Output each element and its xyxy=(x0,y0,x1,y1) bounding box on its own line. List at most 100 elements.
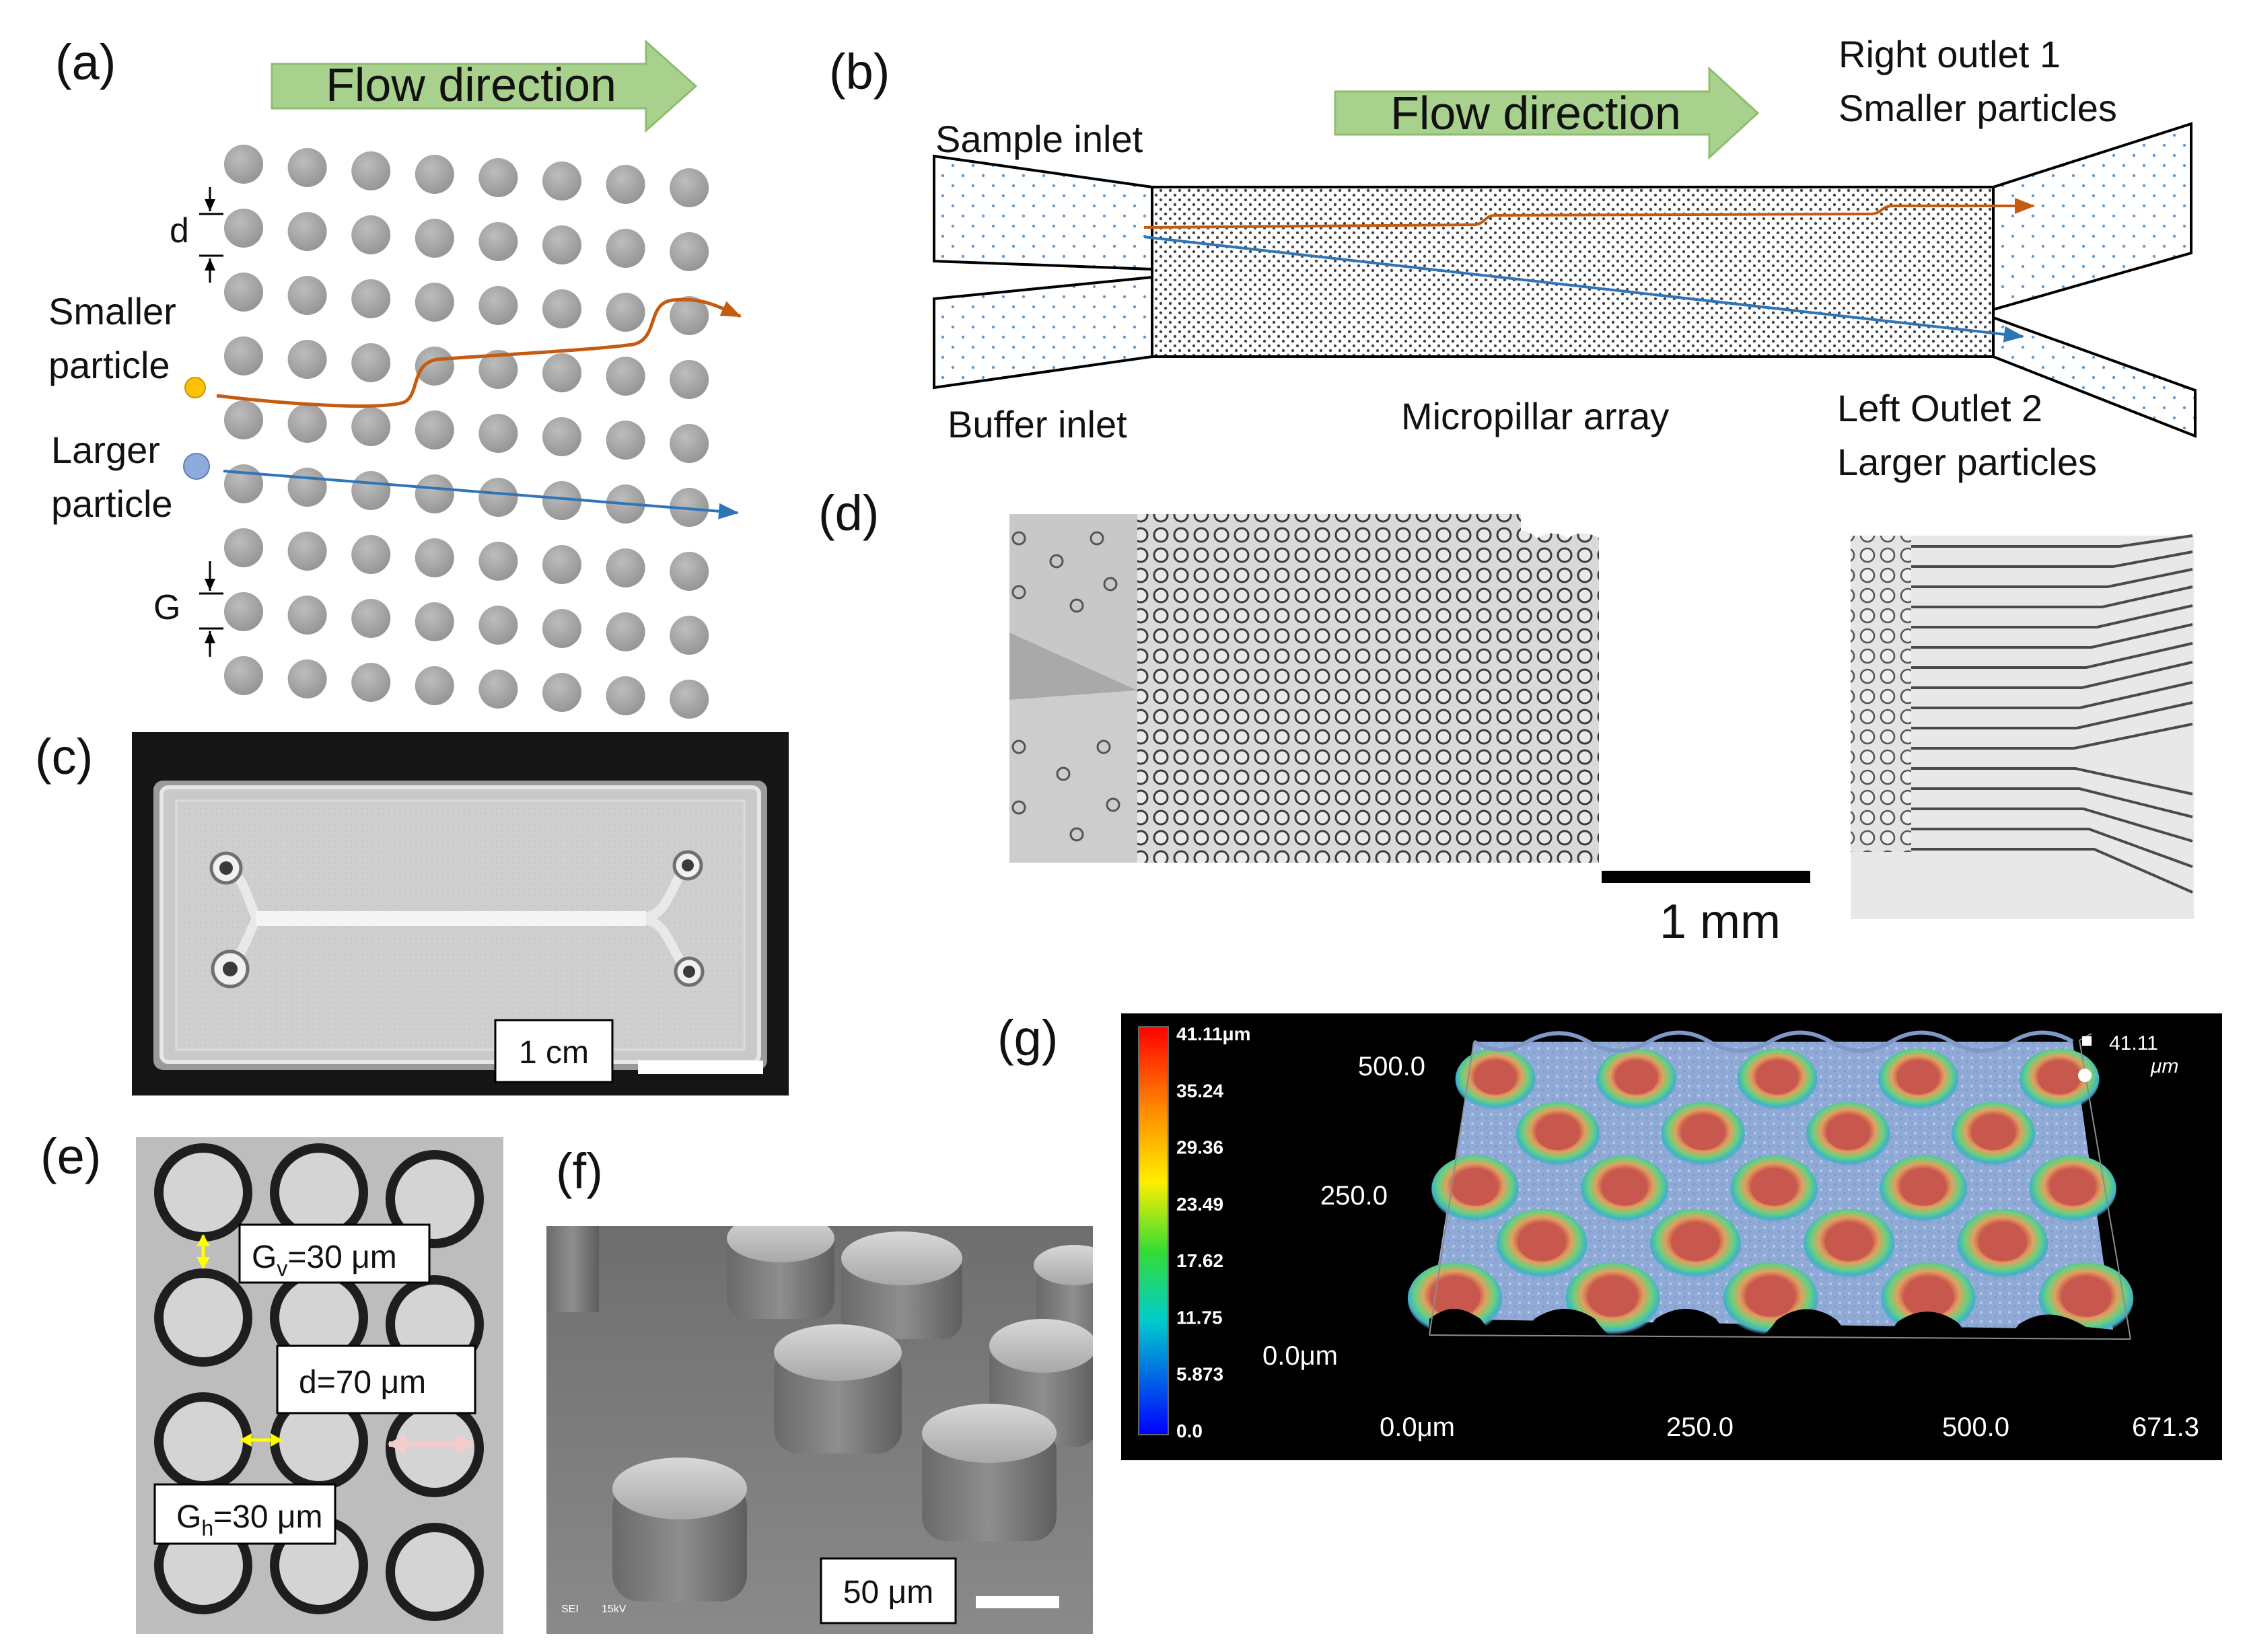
right-outlet-label-1: Right outlet 1 xyxy=(1839,33,2061,75)
colorbar-tick: 0.0 xyxy=(1176,1421,1203,1441)
y-tick: 0.0μm xyxy=(1262,1341,1338,1371)
x-tick: 0.0μm xyxy=(1380,1412,1455,1442)
pillar xyxy=(415,219,454,258)
panel-g-label: (g) xyxy=(997,1010,1058,1066)
pillar xyxy=(351,663,391,702)
pillar xyxy=(542,225,581,264)
pillar-ring xyxy=(154,1143,252,1242)
pillar xyxy=(542,353,581,392)
pillar xyxy=(224,336,263,375)
surface-bump-top xyxy=(1824,1223,1874,1262)
pillar xyxy=(606,676,645,715)
pillar xyxy=(478,670,518,709)
pillar xyxy=(606,548,645,587)
pillar xyxy=(224,464,263,503)
pillar-ring xyxy=(270,1143,368,1242)
buffer-inlet-label: Buffer inlet xyxy=(948,403,1127,445)
larger-particle-icon xyxy=(183,453,210,480)
right-outlet-channel xyxy=(1992,122,2192,312)
flow-direction-label-a: Flow direction xyxy=(326,59,616,111)
pillar xyxy=(351,471,391,510)
surface-bump-top xyxy=(1826,1115,1871,1151)
pillar xyxy=(415,666,454,705)
pillar xyxy=(606,229,645,268)
pillar xyxy=(606,421,645,460)
gv-box xyxy=(238,1223,431,1284)
pillar xyxy=(542,609,581,648)
pillar xyxy=(542,481,581,520)
panel-a-label: (a) xyxy=(55,34,116,90)
surface-bump-top xyxy=(1900,1170,1947,1206)
device-photo xyxy=(153,781,767,1070)
g-label: G xyxy=(153,588,180,627)
pillar xyxy=(287,468,327,507)
pillar-ring xyxy=(154,1268,252,1367)
scale-bar-f xyxy=(976,1596,1059,1608)
y-tick: 500.0 xyxy=(1358,1052,1425,1081)
smaller-particle-icon xyxy=(184,377,206,398)
buffer-inlet-channel xyxy=(933,275,1153,390)
pillar xyxy=(670,424,709,463)
gh-label: Gh=30 μm xyxy=(176,1499,323,1540)
pillar xyxy=(287,212,327,251)
pillar xyxy=(415,538,454,577)
pillar xyxy=(606,357,645,396)
pillar xyxy=(224,592,263,631)
colorbar-tick: 35.24 xyxy=(1176,1080,1223,1101)
micrograph-inlet xyxy=(1009,514,1599,863)
pillar-ring xyxy=(154,1392,252,1491)
sample-inlet-channel xyxy=(933,154,1153,271)
surface-bump-top xyxy=(1750,1170,1797,1206)
colorbar-tick: 11.75 xyxy=(1176,1307,1223,1328)
pillar xyxy=(478,286,518,325)
surface-bump-top xyxy=(1896,1061,1940,1095)
pillar xyxy=(415,474,454,513)
pillar xyxy=(478,350,518,389)
left-outlet-channel xyxy=(1992,316,2197,438)
pillar xyxy=(542,161,581,201)
gh-box xyxy=(153,1483,336,1545)
panel-d: (d) xyxy=(818,485,2194,949)
surface-bump-top xyxy=(1614,1061,1658,1095)
surface-bump-top xyxy=(1756,1061,1799,1095)
surface-bump-top xyxy=(1601,1170,1648,1206)
colorbar-tick: 29.36 xyxy=(1176,1137,1223,1158)
spacing-d-marker: d xyxy=(170,187,223,283)
max-unit-label: μm xyxy=(2150,1055,2178,1077)
larger-particle-path xyxy=(223,470,739,519)
smaller-particle-label-2: particle xyxy=(48,344,170,386)
colorbar-tick: 17.62 xyxy=(1176,1250,1223,1271)
pillar xyxy=(670,360,709,399)
pillar xyxy=(478,222,518,261)
pillar-array-a xyxy=(224,145,709,719)
pillar-ring xyxy=(386,1399,484,1497)
larger-particle-label-1: Larger xyxy=(51,429,160,471)
pillar xyxy=(224,400,263,439)
pillar xyxy=(287,532,327,571)
panel-e-label: (e) xyxy=(40,1128,101,1184)
pillar xyxy=(351,599,391,638)
spacing-g-marker: G xyxy=(153,561,223,657)
surface-bump-top xyxy=(1429,1278,1481,1317)
pillar xyxy=(351,279,391,318)
pillar xyxy=(670,488,709,527)
surface-bump-top xyxy=(1745,1278,1796,1317)
colorbar-tick: 5.873 xyxy=(1176,1364,1223,1385)
surface-bump-top xyxy=(1971,1115,2016,1151)
surface-bump-top xyxy=(2049,1170,2096,1206)
surface-bump-top xyxy=(2061,1278,2112,1317)
pillar xyxy=(478,478,518,517)
pillar xyxy=(542,545,581,584)
d-label: d xyxy=(170,211,189,250)
x-tick: 671.3 xyxy=(2132,1412,2199,1442)
pillar xyxy=(670,168,709,207)
surface-bump-top xyxy=(1978,1223,2027,1262)
pillar xyxy=(606,165,645,204)
pillar xyxy=(415,155,454,194)
pillar xyxy=(224,656,263,695)
pillar xyxy=(351,343,391,382)
